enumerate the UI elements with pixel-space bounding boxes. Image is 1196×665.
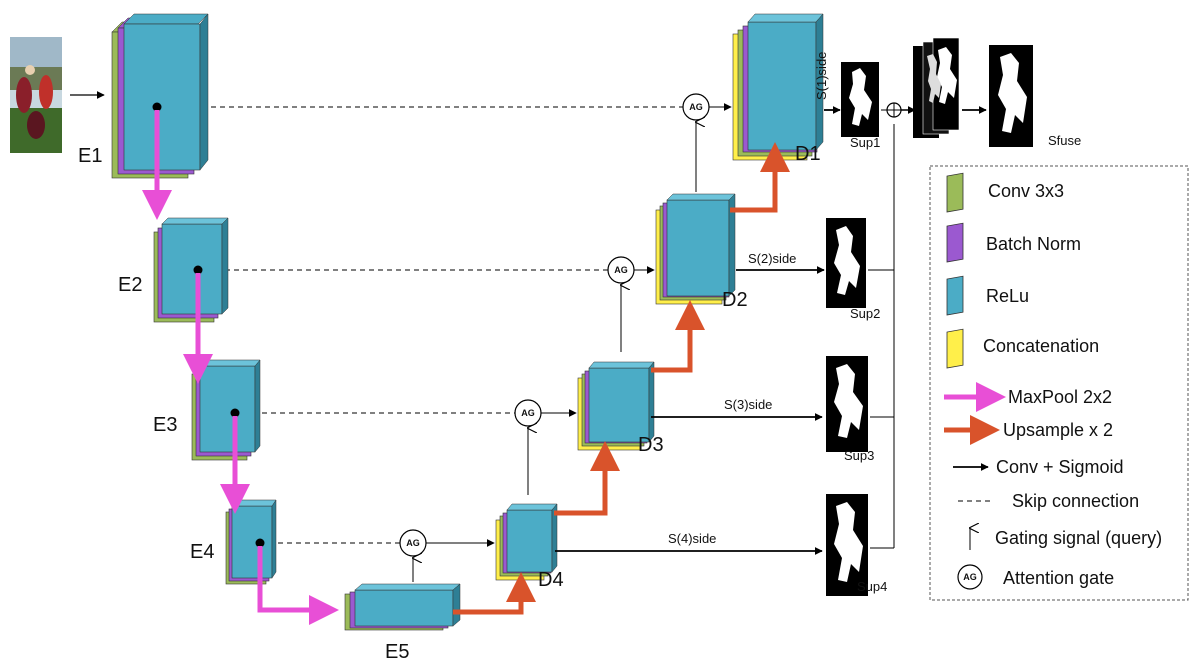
- sup-mask-3: [826, 356, 868, 452]
- input-image: [10, 37, 62, 153]
- svg-text:Skip connection: Skip connection: [1012, 491, 1139, 511]
- attention-gate-2: AG: [607, 256, 655, 352]
- legend-item-skip: Skip connection: [958, 491, 1139, 511]
- fused-label: Sfuse: [1048, 133, 1081, 148]
- label-e4: E4: [190, 541, 214, 563]
- sup-label-1: Sup1: [850, 135, 880, 150]
- maxpool-arrows: [142, 110, 339, 625]
- svg-text:AG: AG: [406, 538, 420, 548]
- skip-connections: [157, 106, 683, 544]
- side-label-3: S(3)side: [724, 397, 772, 412]
- decoder-block-d1: [732, 13, 824, 161]
- svg-text:MaxPool 2x2: MaxPool 2x2: [1008, 387, 1112, 407]
- legend-item-relu: ReLu: [946, 275, 1029, 316]
- legend-item-upsample: Upsample x 2: [944, 415, 1113, 445]
- legend-item-maxpool: MaxPool 2x2: [944, 382, 1112, 412]
- decoder-block-d3: [577, 361, 655, 451]
- legend-item-conv: Conv 3x3: [946, 172, 1064, 213]
- legend-item-gating: Gating signal (query): [970, 528, 1162, 550]
- encoder-block-e4: [225, 499, 277, 585]
- upsample-arrows: [453, 142, 790, 615]
- attention-gate-4: AG: [399, 529, 495, 582]
- svg-text:Conv + Sigmoid: Conv + Sigmoid: [996, 457, 1124, 477]
- svg-text:AG: AG: [689, 102, 703, 112]
- svg-text:Upsample x 2: Upsample x 2: [1003, 420, 1113, 440]
- legend-item-attention-gate: AG Attention gate: [957, 564, 1114, 590]
- svg-text:AG: AG: [963, 572, 977, 582]
- fusion-lines: [868, 109, 895, 549]
- legend-item-batch-norm: Batch Norm: [946, 222, 1081, 263]
- attention-gate-3: AG: [514, 399, 577, 495]
- svg-text:Attention gate: Attention gate: [1003, 568, 1114, 588]
- label-e1: E1: [78, 145, 102, 167]
- side-label-2: S(2)side: [748, 251, 796, 266]
- side-label-4: S(4)side: [668, 531, 716, 546]
- sum-node: [886, 102, 902, 118]
- sup-mask-4: [826, 494, 868, 596]
- side-label-1: S(1)side: [814, 52, 829, 100]
- svg-text:Batch Norm: Batch Norm: [986, 234, 1081, 254]
- label-e5: E5: [385, 641, 409, 663]
- label-d3: D3: [638, 434, 664, 456]
- side-output-arrows: [555, 106, 841, 555]
- svg-text:Gating signal (query): Gating signal (query): [995, 528, 1162, 548]
- label-e3: E3: [153, 414, 177, 436]
- label-d2: D2: [722, 289, 748, 311]
- svg-text:ReLu: ReLu: [986, 286, 1029, 306]
- fused-mask: [989, 45, 1033, 147]
- svg-text:Conv 3x3: Conv 3x3: [988, 181, 1064, 201]
- mask-stack: [913, 37, 960, 138]
- decoder-block-d4: [495, 503, 558, 581]
- attention-gate-1: AG: [682, 93, 732, 192]
- sup-label-4: Sup4: [857, 579, 887, 594]
- legend-item-conv-sigmoid: Conv + Sigmoid: [953, 457, 1124, 477]
- svg-text:Concatenation: Concatenation: [983, 336, 1099, 356]
- label-d4: D4: [538, 569, 564, 591]
- svg-text:AG: AG: [614, 265, 628, 275]
- encoder-block-e2: [153, 217, 229, 323]
- encoder-block-e5: [344, 583, 461, 631]
- legend: Conv 3x3 Batch Norm ReLu Concatenation M…: [929, 165, 1189, 601]
- decoder-block-d2: [655, 193, 736, 305]
- label-d1: D1: [795, 143, 821, 165]
- sup-label-2: Sup2: [850, 306, 880, 321]
- encoder-block-e3: [191, 359, 261, 461]
- sup-mask-2: [826, 218, 866, 308]
- encoder-block-e1: [111, 13, 209, 179]
- svg-text:AG: AG: [521, 408, 535, 418]
- legend-item-concat: Concatenation: [946, 328, 1099, 369]
- sup-label-3: Sup3: [844, 448, 874, 463]
- sup-mask-1: [841, 62, 879, 137]
- label-e2: E2: [118, 274, 142, 296]
